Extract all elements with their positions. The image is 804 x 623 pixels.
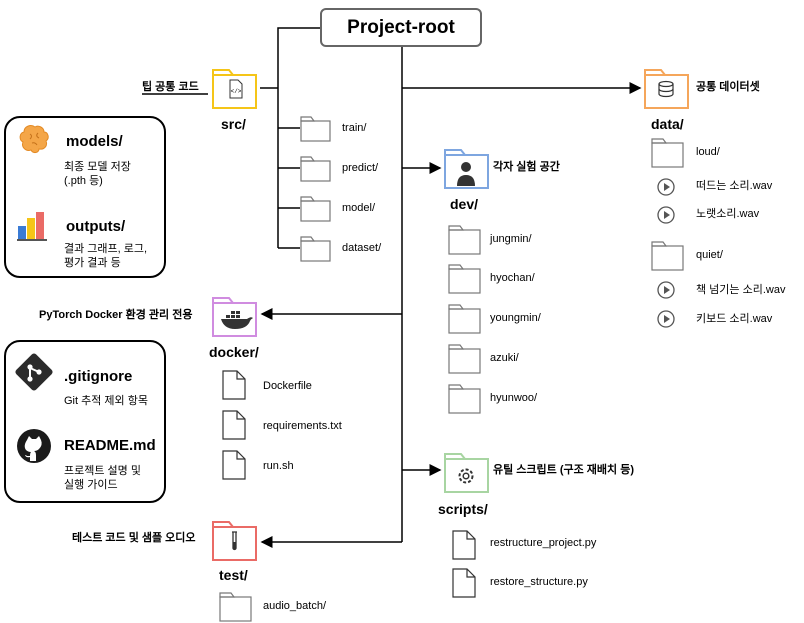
data-folder-icon[interactable] (644, 68, 690, 110)
docker-folder-icon[interactable] (212, 296, 258, 338)
svg-text:</>: </> (231, 88, 242, 95)
src-dir-label: src/ (221, 116, 246, 132)
test-dir-label: test/ (219, 567, 248, 583)
folder-icon[interactable] (448, 344, 482, 374)
folder-icon[interactable] (651, 241, 685, 271)
file-icon (222, 370, 246, 400)
legend-panel-outputs: models/ 최종 모델 저장 (.pth 등) outputs/ 결과 그래… (4, 116, 166, 278)
docker-file[interactable]: requirements.txt (263, 420, 342, 432)
folder-icon[interactable] (300, 196, 332, 222)
github-icon (17, 429, 51, 463)
data-file[interactable]: 떠드는 소리.wav (696, 180, 773, 192)
folder-icon[interactable] (651, 138, 685, 168)
docker-note: PyTorch Docker 환경 관리 전용 (39, 309, 193, 321)
file-icon (452, 568, 476, 598)
dev-child[interactable]: youngmin/ (490, 312, 541, 324)
src-child-dataset[interactable]: dataset/ (342, 242, 382, 254)
test-folder-icon[interactable] (212, 520, 258, 562)
folder-icon[interactable] (300, 236, 332, 262)
scripts-note: 유틸 스크립트 (구조 재배치 등) (493, 464, 634, 476)
docker-file[interactable]: Dockerfile (263, 380, 312, 392)
docker-file[interactable]: run.sh (263, 460, 294, 472)
bar-chart-icon (17, 212, 47, 241)
folder-icon[interactable] (219, 592, 253, 622)
dev-folder-icon[interactable] (444, 148, 490, 190)
folder-icon[interactable] (300, 116, 332, 142)
scripts-file[interactable]: restructure_project.py (490, 537, 597, 549)
audio-file-icon (657, 178, 675, 196)
src-child-model[interactable]: model/ (342, 202, 376, 214)
data-dir-label: data/ (651, 116, 684, 132)
scripts-folder-icon[interactable] (444, 452, 490, 494)
models-desc: 최종 모델 저장 (.pth 등) (64, 161, 131, 187)
gitignore-desc: Git 추적 제외 항목 (64, 395, 148, 407)
file-icon (222, 450, 246, 480)
src-child-train[interactable]: train/ (342, 122, 367, 134)
folder-icon[interactable] (448, 304, 482, 334)
dev-dir-label: dev/ (450, 196, 479, 212)
scripts-file[interactable]: restore_structure.py (490, 576, 588, 588)
readme-desc: 프로젝트 설명 및 실행 가이드 (64, 465, 141, 491)
project-root-title: Project-root (347, 16, 455, 38)
test-child-audio-batch[interactable]: audio_batch/ (263, 600, 326, 612)
outputs-desc: 결과 그래프, 로그, 평가 결과 등 (64, 243, 148, 269)
readme-title: README.md (64, 437, 156, 454)
docker-dir-label: docker/ (209, 344, 259, 360)
dev-note: 각자 실험 공간 (493, 161, 560, 173)
src-note: 팁 공통 코드 (142, 81, 199, 93)
data-note: 공통 데이터셋 (696, 81, 760, 93)
data-folder-loud[interactable]: loud/ (696, 146, 720, 158)
data-file[interactable]: 노랫소리.wav (696, 208, 760, 220)
data-folder-quiet[interactable]: quiet/ (696, 249, 723, 261)
project-root-box[interactable]: Project-root (320, 8, 482, 47)
src-folder-icon[interactable]: </> (212, 68, 258, 110)
legend-panel-repo-files: .gitignore Git 추적 제외 항목 README.md 프로젝트 설… (4, 340, 166, 503)
brain-icon (19, 125, 49, 153)
file-icon (222, 410, 246, 440)
audio-file-icon (657, 281, 675, 299)
scripts-dir-label: scripts/ (438, 501, 488, 517)
test-note: 테스트 코드 및 샘플 오디오 (72, 532, 196, 544)
git-icon (15, 353, 53, 391)
folder-icon[interactable] (300, 156, 332, 182)
dev-child[interactable]: azuki/ (490, 352, 519, 364)
file-icon (452, 530, 476, 560)
dev-child[interactable]: hyunwoo/ (490, 392, 538, 404)
data-file[interactable]: 키보드 소리.wav (696, 313, 773, 325)
audio-file-icon (657, 310, 675, 328)
dev-child[interactable]: hyochan/ (490, 272, 535, 284)
folder-icon[interactable] (448, 384, 482, 414)
gitignore-title: .gitignore (64, 368, 133, 385)
data-file[interactable]: 책 넘기는 소리.wav (696, 284, 786, 296)
root-src-line (277, 27, 320, 248)
folder-icon[interactable] (448, 225, 482, 255)
models-title: models/ (66, 133, 123, 150)
audio-file-icon (657, 206, 675, 224)
dev-child[interactable]: jungmin/ (490, 233, 532, 245)
src-child-predict[interactable]: predict/ (342, 162, 379, 174)
folder-icon[interactable] (448, 264, 482, 294)
outputs-title: outputs/ (66, 218, 126, 235)
